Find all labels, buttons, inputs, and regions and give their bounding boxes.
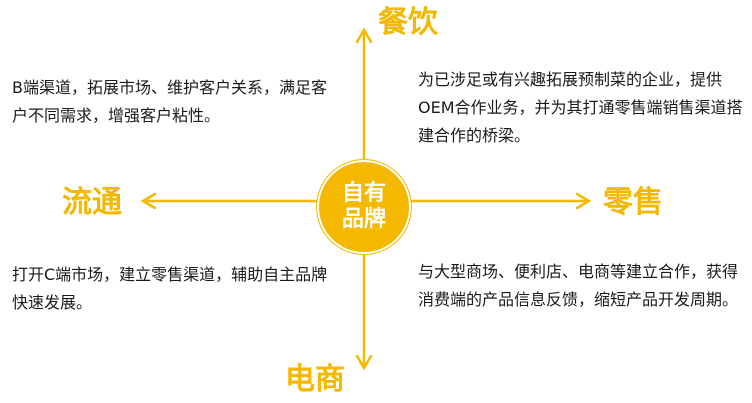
description-bottom-left: 打开C端市场，建立零售渠道，辅助自主品牌快速发展。: [12, 265, 328, 312]
description-top-left: B端渠道，拓展市场、维护客户关系，满足客户不同需求，增强客户粘性。: [12, 78, 327, 125]
arrow-up-icon: [355, 27, 373, 44]
arrow-down-icon: [355, 354, 373, 371]
center-label-line1: 自有: [341, 181, 386, 206]
direction-label-right: 零售: [603, 185, 663, 220]
description-top-right: 为已涉足或有兴趣拓展预制菜的企业，提供OEM合作业务，并为其打通零售端销售渠道搭…: [418, 70, 743, 145]
center-label-line2: 品牌: [341, 207, 386, 232]
description-bottom-right: 与大型商场、便利店、电商等建立合作，获得消费端的产品信息反馈，缩短产品开发周期。: [418, 262, 739, 309]
arrow-left-icon: [140, 192, 157, 210]
arrow-right-icon: [575, 192, 592, 210]
direction-label-top: 餐饮: [378, 5, 438, 40]
direction-label-bottom: 电商: [285, 362, 345, 397]
center-node: 自有 品牌: [317, 160, 411, 254]
direction-label-left: 流通: [62, 185, 122, 220]
